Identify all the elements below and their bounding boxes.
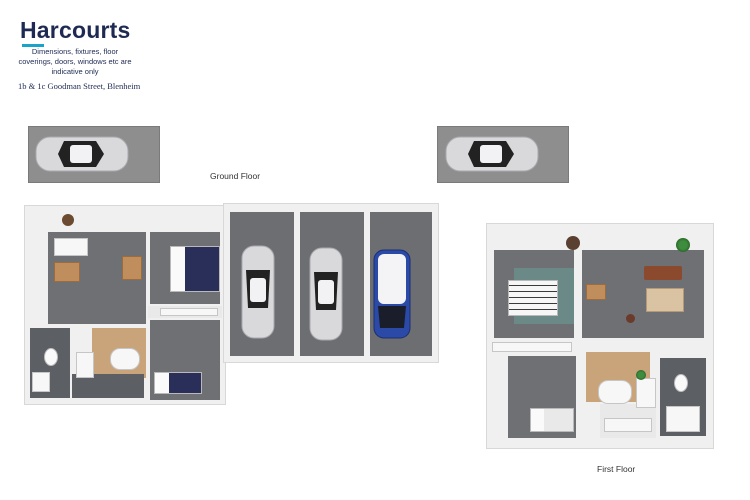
ground-toilet: [44, 348, 58, 366]
car-pad-right: [445, 136, 539, 172]
kitchen-island: [110, 348, 140, 370]
ground-bed-small: [154, 372, 202, 394]
disclaimer-text: Dimensions, fixtures, floor coverings, d…: [18, 47, 132, 76]
brand-accent-bar: [22, 44, 44, 47]
first-floor-label: First Floor: [597, 464, 636, 474]
wardrobe: [160, 308, 218, 316]
kitchen-bench: [76, 352, 94, 378]
ground-plant: [62, 214, 74, 226]
first-laundry-bench: [604, 418, 652, 432]
ground-bed-main: [170, 246, 220, 292]
garage-car-2: [309, 247, 343, 341]
ground-floor-label: Ground Floor: [210, 171, 261, 181]
first-kitchen-bench: [636, 378, 656, 408]
first-deck-planter: [566, 236, 580, 250]
first-chair: [626, 314, 635, 323]
ground-vanity: [32, 372, 50, 392]
property-address: 1b & 1c Goodman Street, Blenheim: [18, 81, 141, 91]
garage-car-1: [241, 245, 275, 339]
side-table: [122, 256, 142, 280]
master-bed: [508, 280, 558, 316]
dining-table: [54, 262, 80, 282]
first-toilet: [674, 374, 688, 392]
living-sofa: [54, 238, 88, 256]
first-plant-2: [636, 370, 646, 380]
first-kitchen-island: [598, 380, 632, 404]
car-pad-left: [35, 136, 129, 172]
brand-name: Harcourts: [20, 17, 131, 43]
first-sofa: [644, 266, 682, 280]
harcourts-logo: Harcourts: [20, 18, 150, 47]
first-desk: [586, 284, 606, 300]
first-bed-small: [530, 408, 574, 432]
coffee-table: [646, 288, 684, 312]
laundry-floor: [72, 374, 144, 398]
garage-car-blue: [373, 249, 411, 339]
first-wardrobe: [492, 342, 572, 352]
first-plant-1: [676, 238, 690, 252]
first-shower: [666, 406, 700, 432]
